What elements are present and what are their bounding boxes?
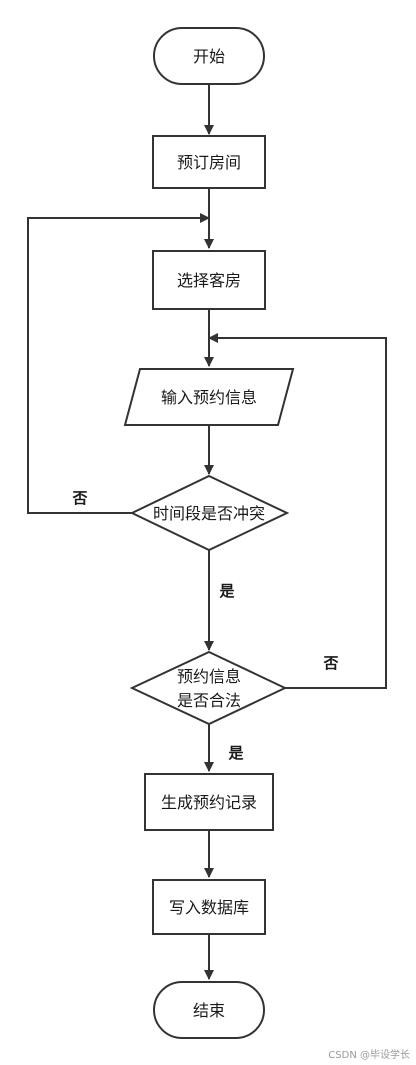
input-info-label: 输入预约信息 [161,388,257,407]
edge-valid-no-loop [208,333,387,689]
end-label: 结束 [193,1001,225,1020]
book-room-process [152,135,266,189]
time-conflict-label: 时间段是否冲突 [153,504,265,523]
write-db-label: 写入数据库 [169,898,249,917]
generate-record-label: 生成预约记录 [161,793,257,812]
input-info-io [123,368,295,426]
select-room-label: 选择客房 [177,271,241,290]
conflict-no-label: 否 [71,489,87,507]
conflict-yes-label: 是 [218,582,235,600]
end-terminal [153,981,265,1039]
write-db-process [152,879,266,935]
valid-no-label: 否 [322,654,338,672]
valid-yes-label: 是 [227,744,244,762]
info-valid-decision [129,650,288,726]
book-room-label: 预订房间 [177,153,241,172]
edge-conflict-no-loop [27,213,210,514]
info-valid-label-line1: 预约信息 [177,667,241,686]
csdn-watermark: CSDN @毕设学长 [328,1048,410,1061]
info-valid-label-line2: 是否合法 [177,691,241,710]
start-label: 开始 [193,47,225,66]
generate-record-process [144,773,274,831]
